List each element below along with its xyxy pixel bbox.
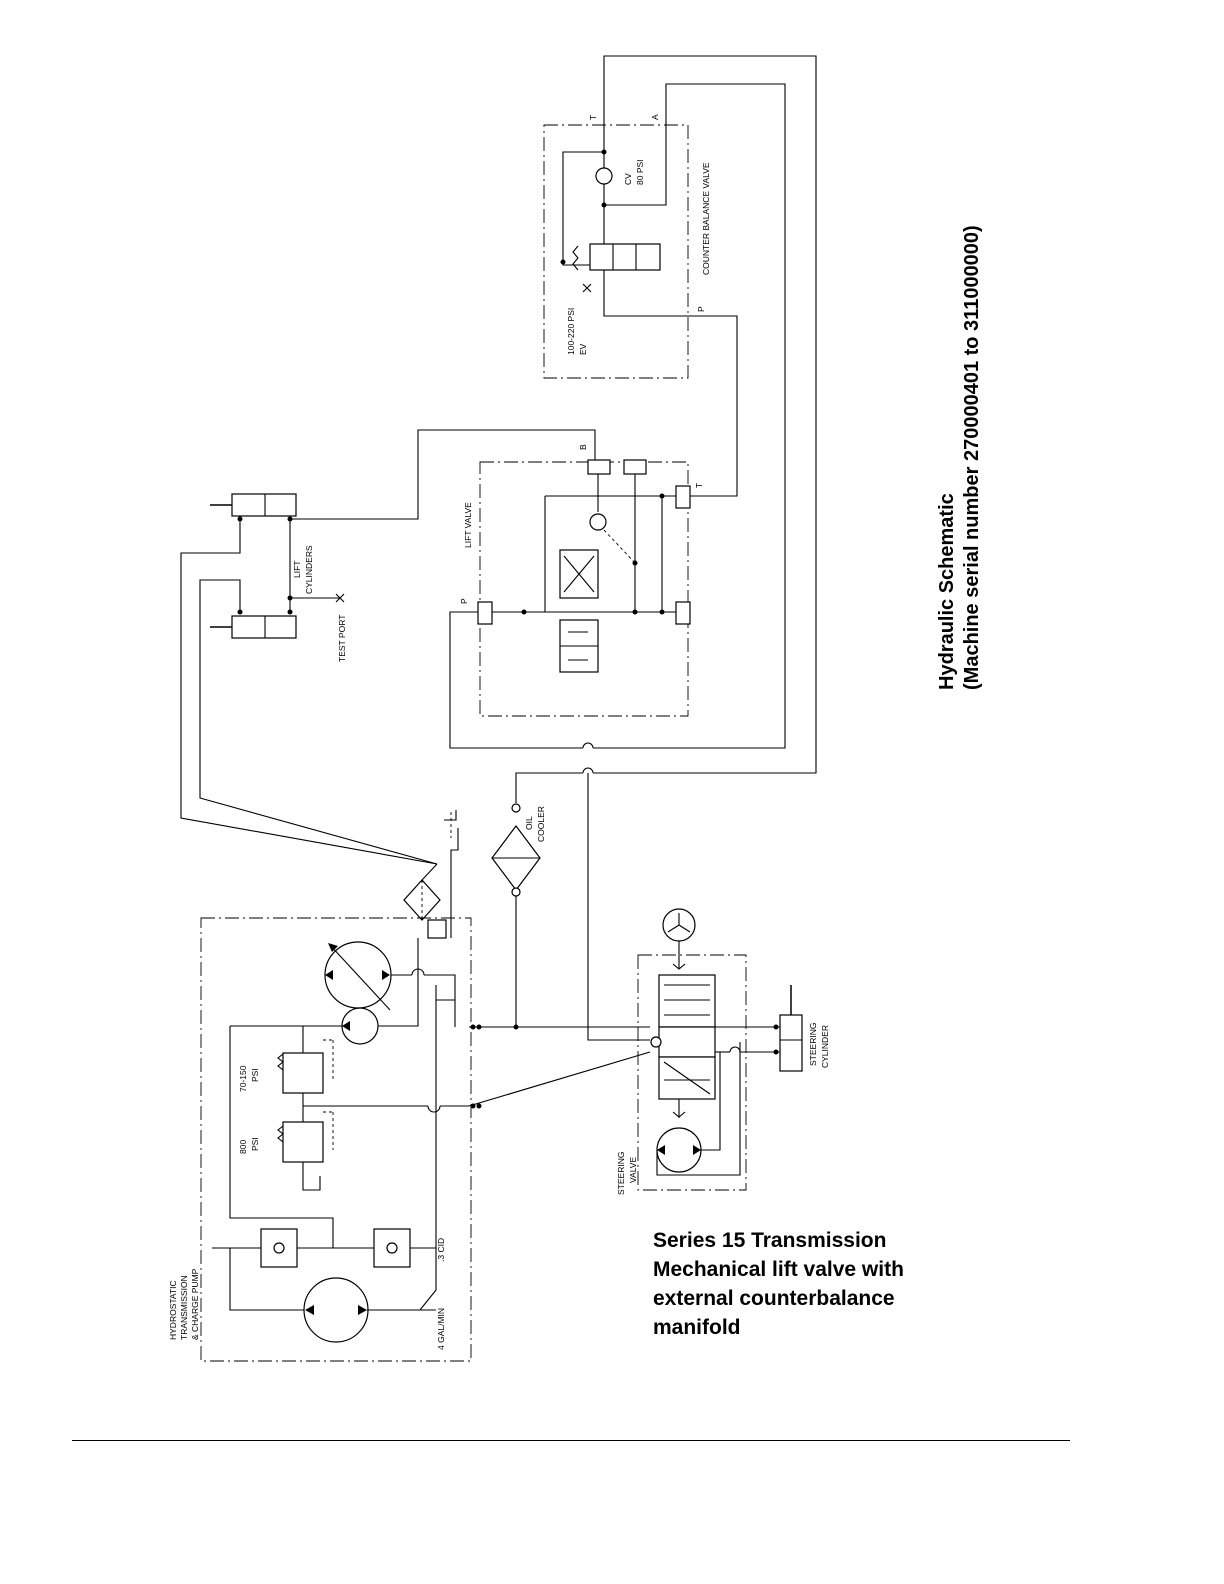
lift-valve: B T LIFT VALVE P xyxy=(459,444,704,717)
gal-min-label: 4 GAL/MIN xyxy=(436,1308,446,1350)
side-title-line1: Hydraulic Schematic xyxy=(936,493,958,690)
caption-line4: manifold xyxy=(653,1316,741,1339)
oil-cooler-label-2: COOLER xyxy=(536,806,546,842)
cv-pressure-label: 80 PSI xyxy=(635,159,645,185)
port-t-lift-label: T xyxy=(694,483,704,488)
lift-cylinders-label: LIFT xyxy=(292,561,302,578)
port-a-top-label: A xyxy=(650,114,660,120)
steering-cylinder-label-2: CYLINDER xyxy=(820,1025,830,1068)
steering-valve-label-2: VALVE xyxy=(628,1157,638,1183)
hydrostatic-transmission-pump: 70-150 PSI 800 PSI HYDROSTATIC TRANSMISS… xyxy=(168,917,519,1362)
cv-label: CV xyxy=(623,173,633,185)
caption-line3: external counterbalance xyxy=(653,1287,895,1310)
port-p-cb-label: P xyxy=(696,306,706,312)
test-port-label: TEST PORT xyxy=(337,615,347,662)
hydraulic-lines xyxy=(180,55,817,1107)
steering-valve-label: STEERING xyxy=(616,1152,626,1195)
test-port-icon xyxy=(335,593,345,603)
ev-pressure-label: 100-220 PSI xyxy=(566,308,576,355)
relief-70-150-psi-label: PSI xyxy=(250,1068,260,1082)
steering-cylinder: STEERING CYLINDER xyxy=(779,985,830,1072)
lift-valve-label: LIFT VALVE xyxy=(463,502,473,548)
relief-800-label: 800 xyxy=(238,1140,248,1154)
ev-label: EV xyxy=(578,343,588,355)
pump-label-2: TRANSMISSION xyxy=(179,1275,189,1340)
filter xyxy=(403,810,459,939)
steering-valve: STEERING VALVE xyxy=(616,908,780,1195)
relief-70-150-label: 70-150 xyxy=(238,1065,248,1092)
caption-line1: Series 15 Transmission xyxy=(653,1229,887,1252)
lift-cylinders: LIFT CYLINDERS TEST PORT xyxy=(210,493,347,662)
side-title-line2: (Machine serial number 270000401 to 3110… xyxy=(961,225,983,690)
pump-label-3: & CHARGE PUMP xyxy=(190,1268,200,1340)
oil-cooler-label: OIL xyxy=(524,816,534,830)
counterbalance-manifold: T A CV 80 PSI COUNTER BALANCE VALVE 100-… xyxy=(543,114,711,379)
port-b-lift-label: B xyxy=(578,444,588,450)
relief-800-psi-label: PSI xyxy=(250,1137,260,1151)
caption-line2: Mechanical lift valve with xyxy=(653,1258,904,1281)
cid-label: .3 CID xyxy=(436,1238,446,1262)
pump-label-1: HYDROSTATIC xyxy=(168,1280,178,1340)
schematic-caption: Series 15 Transmission Mechanical lift v… xyxy=(653,1226,983,1342)
counter-balance-valve-label: COUNTER BALANCE VALVE xyxy=(701,162,711,275)
port-t-top-label: T xyxy=(588,115,598,120)
steering-cylinder-label: STEERING xyxy=(808,1023,818,1066)
lift-cylinders-label-2: CYLINDERS xyxy=(304,545,314,594)
footer-rule xyxy=(72,1440,1070,1441)
hydraulic-schematic-title: Hydraulic Schematic (Machine serial numb… xyxy=(935,225,985,690)
port-p-lift-label: P xyxy=(459,598,469,604)
oil-cooler: OIL COOLER xyxy=(491,803,546,897)
